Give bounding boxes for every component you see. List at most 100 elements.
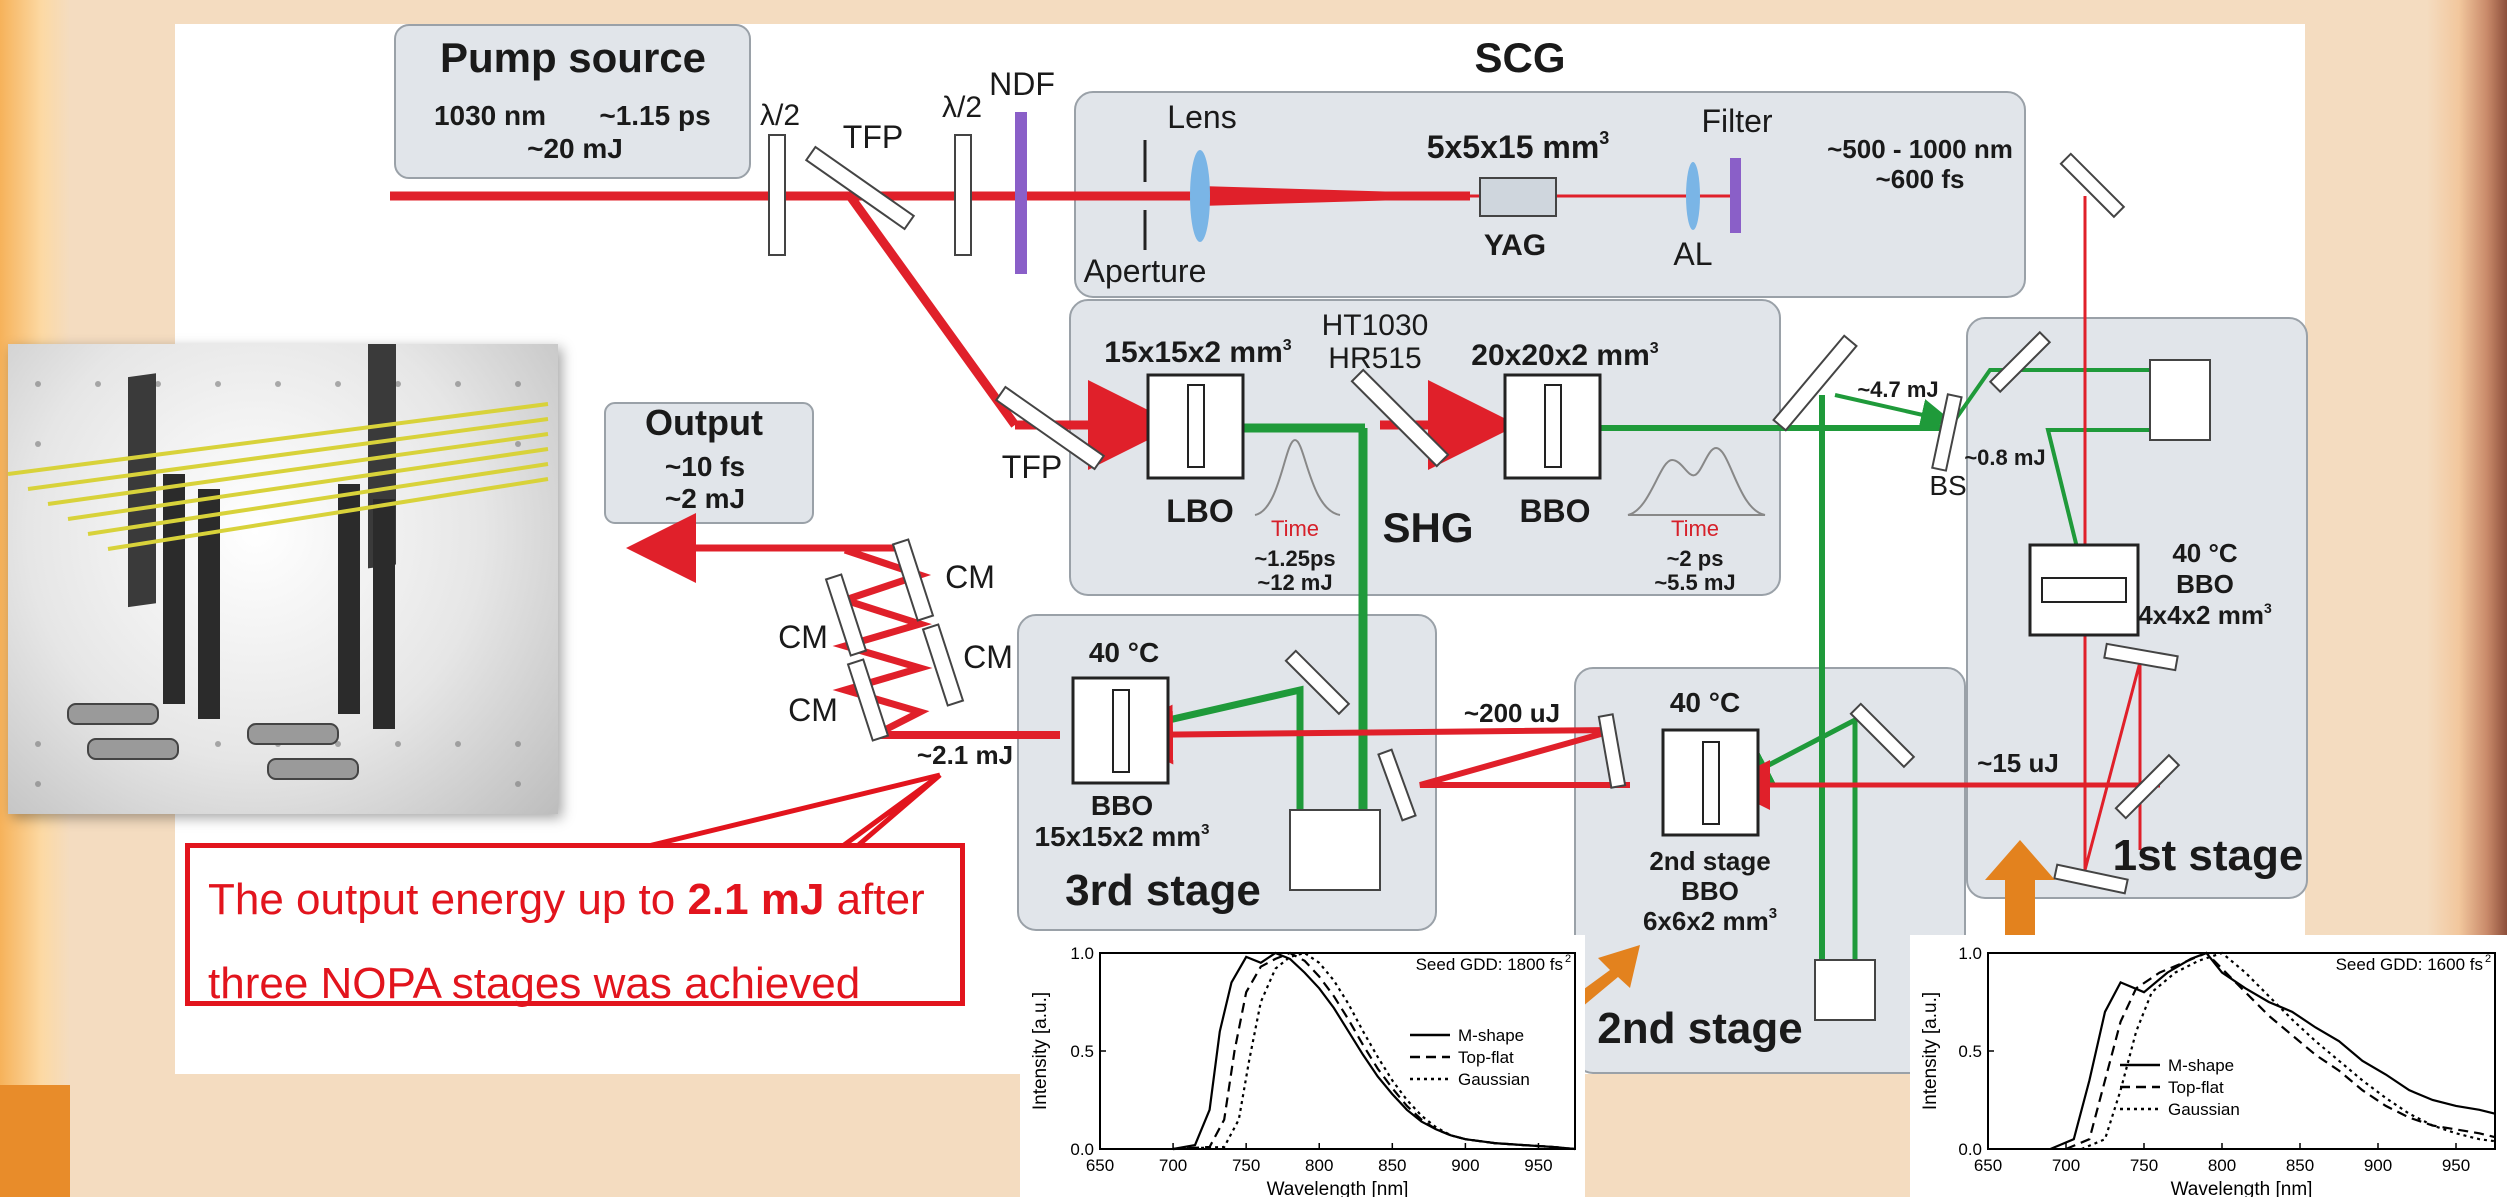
callout-line1-bold: 2.1 mJ bbox=[687, 875, 824, 924]
y-tick-label: 1.0 bbox=[1070, 944, 1094, 963]
y-tick-label: 0.0 bbox=[1070, 1140, 1094, 1159]
stage1-bs-energy: ~0.8 mJ bbox=[1964, 445, 2045, 470]
stage3-crystal-icon bbox=[1113, 690, 1129, 772]
x-tick-label: 700 bbox=[1159, 1156, 1187, 1175]
y-axis-label: Intensity [a.u.] bbox=[1920, 992, 1941, 1110]
bbo-shg-label: BBO bbox=[1519, 493, 1590, 529]
stage3-out-energy: ~2.1 mJ bbox=[917, 740, 1013, 770]
lens-label: Lens bbox=[1167, 99, 1236, 135]
tfp-1-label: TFP bbox=[843, 119, 903, 155]
legend-label: Gaussian bbox=[1458, 1070, 1530, 1089]
yag-label: YAG bbox=[1484, 229, 1546, 262]
hr515-label: HR515 bbox=[1328, 342, 1421, 375]
y-tick-label: 0.5 bbox=[1958, 1042, 1982, 1061]
lbo-label: LBO bbox=[1166, 493, 1234, 529]
cm-label-1: CM bbox=[945, 559, 995, 595]
bs-label: BS bbox=[1929, 470, 1966, 501]
x-tick-label: 900 bbox=[1451, 1156, 1479, 1175]
ndf-label: NDF bbox=[989, 66, 1055, 102]
stage3-crystal: BBO bbox=[1091, 790, 1153, 821]
shg-title: SHG bbox=[1382, 504, 1473, 551]
x-axis-label: Wavelength [nm] bbox=[1267, 1179, 1409, 1197]
stage3-title: 3rd stage bbox=[1065, 866, 1261, 915]
time-label-2: Time bbox=[1671, 516, 1719, 541]
lens-icon bbox=[1190, 150, 1210, 242]
bbo-shg-size-label: 20x20x2 mm3 bbox=[1471, 339, 1658, 372]
legend-label: M-shape bbox=[1458, 1026, 1524, 1045]
stage1-crystal: BBO bbox=[2176, 569, 2234, 599]
x-tick-label: 850 bbox=[2286, 1156, 2314, 1175]
stage1-crystal-icon bbox=[2042, 578, 2126, 602]
x-tick-label: 850 bbox=[1378, 1156, 1406, 1175]
stage3-in-energy: ~200 uJ bbox=[1464, 698, 1560, 728]
stage3-size: 15x15x2 mm3 bbox=[1035, 821, 1210, 852]
setup-photo-illustration bbox=[8, 344, 558, 814]
annotation-superscript: 2 bbox=[2485, 953, 2491, 965]
time-label-1: Time bbox=[1271, 516, 1319, 541]
stage1-size: 4x4x2 mm3 bbox=[2138, 600, 2272, 630]
chirped-mirror-3-icon bbox=[923, 624, 963, 705]
legend-label: Gaussian bbox=[2168, 1100, 2240, 1119]
x-tick-label: 800 bbox=[2208, 1156, 2236, 1175]
al-label: AL bbox=[1673, 236, 1712, 272]
scg-spectrum: ~500 - 1000 nm bbox=[1827, 134, 2013, 164]
stage3-temp: 40 °C bbox=[1089, 637, 1159, 668]
y-tick-label: 0.5 bbox=[1070, 1042, 1094, 1061]
filter-icon bbox=[1730, 158, 1741, 233]
legend-label: Top-flat bbox=[1458, 1048, 1514, 1067]
bbo-shg-crystal-icon bbox=[1545, 385, 1561, 467]
pump-title: Pump source bbox=[440, 34, 706, 81]
chart-annotation: Seed GDD: 1600 fs bbox=[2336, 955, 2483, 974]
pump-wavelength: 1030 nm bbox=[434, 100, 546, 131]
pump-duration: ~1.15 ps bbox=[599, 100, 710, 131]
output-energy: ~2 mJ bbox=[665, 483, 745, 514]
pump-to-shg-beam bbox=[850, 196, 1015, 425]
bbo-shg-duration: ~2 ps bbox=[1667, 546, 1724, 571]
x-tick-label: 750 bbox=[1232, 1156, 1260, 1175]
stage2-size: 6x6x2 mm3 bbox=[1643, 905, 1777, 936]
yag-size-label: 5x5x15 mm3 bbox=[1427, 128, 1610, 165]
output-title: Output bbox=[645, 402, 763, 443]
callout-line1-pre: The output energy up to bbox=[208, 875, 687, 924]
output-duration: ~10 fs bbox=[665, 451, 745, 482]
stage2-delay-line-icon bbox=[1815, 960, 1875, 1020]
lbo-crystal-icon bbox=[1188, 385, 1204, 467]
al-lens-icon bbox=[1686, 162, 1700, 230]
half-wave-2-label: λ/2 bbox=[942, 91, 982, 124]
callout-line-2: three NOPA stages was achieved bbox=[208, 942, 942, 1026]
cm-label-4: CM bbox=[788, 692, 838, 728]
stage3-delay-line-icon bbox=[1290, 810, 1380, 890]
y-tick-label: 1.0 bbox=[1958, 944, 1982, 963]
stage1-delay-line-icon bbox=[2150, 360, 2210, 440]
stage2-crystal-icon bbox=[1703, 742, 1719, 824]
x-axis-label: Wavelength [nm] bbox=[2171, 1179, 2313, 1197]
scg-duration: ~600 fs bbox=[1876, 164, 1965, 194]
bbo-shg-energy: ~5.5 mJ bbox=[1654, 570, 1735, 595]
y-axis-label: Intensity [a.u.] bbox=[1030, 992, 1051, 1110]
cm-label-3: CM bbox=[963, 639, 1013, 675]
scg-title: SCG bbox=[1474, 34, 1565, 81]
annotation-superscript: 2 bbox=[1565, 953, 1571, 965]
callout-line1-post: after bbox=[824, 875, 924, 924]
lbo-energy: ~12 mJ bbox=[1257, 570, 1332, 595]
stage2-crystal: BBO bbox=[1681, 876, 1739, 906]
scg-mirror-icon bbox=[2061, 154, 2124, 217]
ht1030-label: HT1030 bbox=[1322, 309, 1429, 342]
chart-annotation: Seed GDD: 1800 fs bbox=[1416, 955, 1563, 974]
x-tick-label: 950 bbox=[1524, 1156, 1552, 1175]
x-tick-label: 800 bbox=[1305, 1156, 1333, 1175]
legend-label: M-shape bbox=[2168, 1056, 2234, 1075]
stage2-in-energy: ~15 uJ bbox=[1977, 748, 2059, 778]
x-tick-label: 950 bbox=[2442, 1156, 2470, 1175]
ndf-icon bbox=[1015, 112, 1027, 274]
bs-icon bbox=[1932, 394, 1961, 470]
y-tick-label: 0.0 bbox=[1958, 1140, 1982, 1159]
aperture-label: Aperture bbox=[1084, 253, 1207, 289]
stage2-title: 2nd stage bbox=[1597, 1004, 1802, 1053]
half-wave-plate-1-icon bbox=[769, 135, 785, 255]
spectrum-chart-1800: 6507007508008509009500.00.51.0Wavelength… bbox=[1020, 935, 1585, 1197]
pump-energy: ~20 mJ bbox=[527, 133, 623, 164]
yag-crystal-icon bbox=[1480, 178, 1556, 216]
stage2-label-1: 2nd stage bbox=[1649, 846, 1770, 876]
pump-splitter-mirror-icon bbox=[1774, 336, 1857, 431]
